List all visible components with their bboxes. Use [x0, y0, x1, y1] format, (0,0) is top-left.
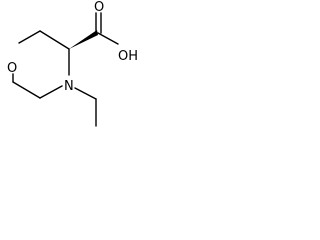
structure-diagram: O N O OH [7, 0, 138, 127]
ring-nitrogen-label: N [64, 79, 74, 94]
wedge-bond-c3-cooh [69, 30, 98, 49]
bond-c5-c6 [12, 81, 41, 99]
ethyl-bonds [74, 87, 97, 127]
ring-bonds [12, 30, 70, 99]
bond-o1-c2 [18, 30, 41, 44]
bond-c2-c3 [39, 30, 70, 50]
bond-c-oh [97, 32, 119, 45]
acid-bonds [95, 12, 119, 45]
ring-oxygen-label: O [7, 61, 17, 76]
bond-n-ch2 [74, 87, 97, 100]
hydroxyl-label: OH [118, 49, 138, 64]
bond-n4-c5 [39, 85, 63, 99]
carbonyl-oxygen-label: O [94, 0, 104, 15]
